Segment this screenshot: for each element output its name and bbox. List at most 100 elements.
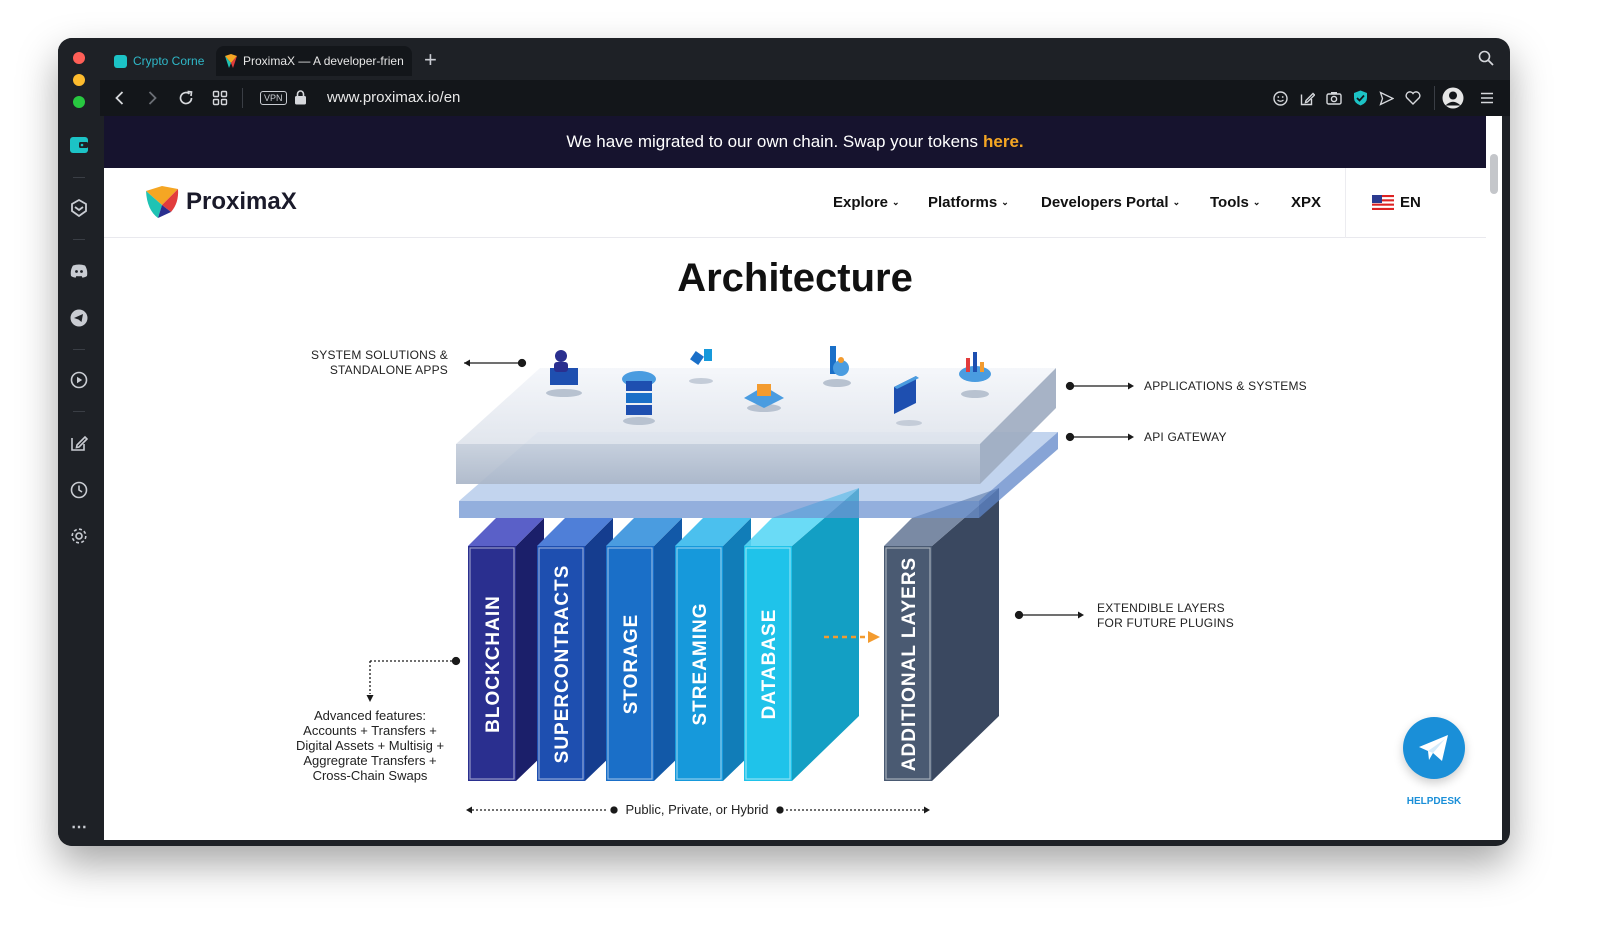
proximax-logo-icon — [146, 186, 179, 218]
pillar-label-database: DATABASE — [759, 609, 780, 720]
label-system-solutions-line1: SYSTEM SOLUTIONS & — [311, 348, 448, 362]
nav-platforms[interactable]: Platforms⌄ — [928, 194, 1009, 211]
crypto-corner-icon[interactable] — [67, 196, 91, 220]
site-navigation: ProximaX Explore⌄ Platforms⌄ Developers … — [104, 168, 1486, 238]
pillar-label-supercontracts: SUPERCONTRACTS — [552, 565, 573, 764]
pillar-supercontracts — [537, 546, 585, 781]
chevron-down-icon: ⌄ — [1172, 197, 1181, 207]
profile-avatar-icon[interactable] — [1442, 87, 1464, 114]
lock-icon[interactable] — [294, 90, 307, 110]
proximax-favicon-icon — [225, 54, 237, 68]
heart-icon[interactable] — [1405, 91, 1421, 110]
server-stack-icon — [622, 371, 656, 425]
label-extendible-line2: FOR FUTURE PLUGINS — [1097, 616, 1234, 630]
satellite-icon — [689, 349, 713, 384]
nav-developers-portal[interactable]: Developers Portal⌄ — [1041, 194, 1180, 211]
language-selector[interactable]: EN — [1372, 194, 1421, 211]
crypto-corner-favicon-icon — [114, 54, 127, 68]
nav-divider — [1345, 168, 1346, 238]
speed-dial-grid-icon[interactable] — [212, 90, 228, 111]
settings-gear-icon[interactable] — [67, 524, 91, 548]
tab-bar: Crypto Corne ProximaX — A developer-frie… — [100, 38, 1510, 80]
us-flag-icon — [1372, 195, 1394, 210]
wallet-icon[interactable] — [67, 133, 91, 157]
pillar-label-additional-layers: ADDITIONAL LAYERS — [899, 557, 920, 771]
language-label: EN — [1400, 194, 1421, 211]
migration-banner: We have migrated to our own chain. Swap … — [104, 116, 1486, 168]
robot-hub-icon — [744, 384, 784, 412]
minimize-window-button[interactable] — [73, 74, 85, 86]
edit-icon[interactable] — [1300, 91, 1316, 111]
maximize-window-button[interactable] — [73, 96, 85, 108]
nav-xpx[interactable]: XPX — [1291, 194, 1321, 211]
tab-search-icon[interactable] — [1478, 50, 1494, 71]
applications-slab — [456, 368, 1056, 484]
logo-text: ProximaX — [186, 188, 297, 215]
tab-label: Crypto Corne — [133, 54, 205, 68]
helpdesk-button[interactable] — [1403, 717, 1465, 779]
pillar-database — [744, 546, 792, 781]
new-tab-button[interactable]: + — [424, 47, 437, 72]
banner-text: We have migrated to our own chain. Swap … — [566, 132, 979, 151]
web-page: We have migrated to our own chain. Swap … — [104, 116, 1486, 840]
tab-proximax[interactable]: ProximaX — A developer-frien — [216, 46, 412, 76]
send-icon[interactable] — [1379, 91, 1395, 111]
url-field[interactable]: www.proximax.io/en — [327, 89, 461, 106]
camera-icon[interactable] — [1326, 91, 1342, 110]
shield-check-icon[interactable] — [1353, 90, 1368, 111]
tab-crypto-corner[interactable]: Crypto Corne — [106, 46, 206, 76]
sidebar-divider — [73, 411, 85, 412]
sidebar-divider — [73, 177, 85, 178]
menu-icon[interactable] — [1480, 91, 1494, 109]
sidebar-divider — [73, 239, 85, 240]
address-divider — [242, 88, 243, 108]
chevron-down-icon: ⌄ — [892, 197, 900, 207]
extension-arrow — [824, 631, 880, 643]
label-advanced-line3: Digital Assets + Multisig + — [296, 738, 444, 753]
user-laptop-icon — [546, 350, 582, 397]
nav-label: XPX — [1291, 194, 1322, 211]
history-icon[interactable] — [67, 478, 91, 502]
address-bar: VPN www.proximax.io/en — [100, 80, 1510, 116]
player-icon[interactable] — [67, 368, 91, 392]
emoji-icon[interactable] — [1273, 91, 1288, 111]
back-arrow-icon[interactable] — [112, 90, 128, 111]
section-title: Architecture — [677, 256, 913, 300]
vpn-badge[interactable]: VPN — [260, 91, 287, 105]
page-scrollbar[interactable] — [1486, 116, 1502, 840]
pillar-streaming — [675, 546, 723, 781]
telegram-icon[interactable] — [67, 306, 91, 330]
pillar-label-storage: STORAGE — [621, 614, 642, 715]
nav-label: Explore — [833, 194, 889, 211]
lab-equipment-icon — [823, 346, 851, 387]
nav-tools[interactable]: Tools⌄ — [1210, 194, 1260, 211]
banner-link[interactable]: here. — [983, 132, 1024, 151]
label-system-solutions-line2: STANDALONE APPS — [330, 363, 448, 377]
pinboard-icon[interactable] — [67, 431, 91, 455]
nav-explore[interactable]: Explore⌄ — [833, 194, 900, 211]
chevron-down-icon: ⌄ — [1252, 197, 1261, 207]
scrollbar-thumb[interactable] — [1490, 154, 1498, 194]
close-window-button[interactable] — [73, 52, 85, 64]
browser-sidebar: ⋯ — [58, 38, 100, 846]
helpdesk-label: HELPDESK — [1406, 796, 1462, 807]
label-applications-systems: APPLICATIONS & SYSTEMS — [1144, 379, 1307, 393]
pillar-label-streaming: STREAMING — [690, 603, 711, 726]
more-options-icon[interactable]: ⋯ — [71, 819, 87, 836]
forward-arrow-icon[interactable] — [144, 90, 160, 111]
analytics-chart-icon — [959, 352, 991, 398]
pillar-label-blockchain: BLOCKCHAIN — [483, 595, 504, 733]
site-logo[interactable]: ProximaX — [144, 184, 297, 220]
label-advanced-line2: Accounts + Transfers + — [303, 723, 437, 738]
app-icons — [546, 346, 991, 426]
nav-label: Tools — [1210, 194, 1249, 211]
label-extendible-line1: EXTENDIBLE LAYERS — [1097, 601, 1225, 615]
label-api-gateway: API GATEWAY — [1144, 430, 1227, 444]
pillar-additional-layers — [884, 546, 932, 781]
label-advanced-line1: Advanced features: — [314, 708, 426, 723]
reload-icon[interactable] — [178, 90, 194, 111]
discord-icon[interactable] — [67, 259, 91, 283]
label-deployment: Public, Private, or Hybrid — [625, 802, 768, 817]
pillar-blockchain — [468, 546, 516, 781]
nav-label: Developers Portal — [1041, 194, 1169, 211]
